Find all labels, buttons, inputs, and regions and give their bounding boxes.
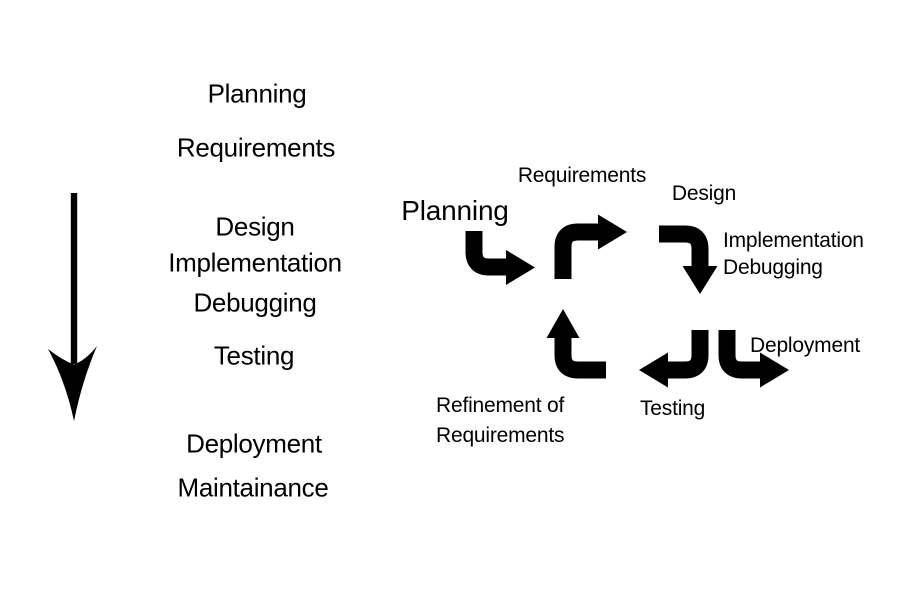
cycle-stage-refinement-line2: Requirements <box>436 424 565 447</box>
cycle-stage-refinement-line1: Refinement of <box>436 394 565 417</box>
cycle-arrow-testing-icon <box>639 330 709 388</box>
waterfall-stage-debugging: Debugging <box>193 287 317 318</box>
cycle-stage-requirements: Requirements <box>517 164 647 187</box>
cycle-arrow-requirements-icon <box>554 214 627 279</box>
cycle-stage-implementation: Implementation <box>723 229 864 252</box>
cycle-stage-planning: Planning <box>401 195 509 226</box>
waterfall-stage-maintainance: Maintainance <box>177 472 329 503</box>
cycle-arrow-design-icon <box>659 225 718 294</box>
waterfall-stage-design: Design <box>215 211 295 242</box>
cycle-stage-deployment: Deployment <box>750 334 861 357</box>
cycle-arrow-deployment-icon <box>718 330 789 388</box>
long-down-arrow-icon <box>48 193 97 421</box>
waterfall-stage-deployment: Deployment <box>186 428 322 459</box>
cycle-arrow-refinement-icon <box>546 309 606 379</box>
waterfall-stage-implementation: Implementation <box>168 247 342 278</box>
waterfall-stage-testing: Testing <box>213 340 295 371</box>
cycle-stage-design: Design <box>671 182 737 205</box>
cycle-stage-testing: Testing <box>640 397 706 420</box>
cycle-arrow-planning-icon <box>465 231 535 285</box>
waterfall-stage-planning: Planning <box>207 78 307 109</box>
cycle-stage-debugging: Debugging <box>723 256 823 279</box>
waterfall-stage-requirements: Requirements <box>176 132 336 163</box>
